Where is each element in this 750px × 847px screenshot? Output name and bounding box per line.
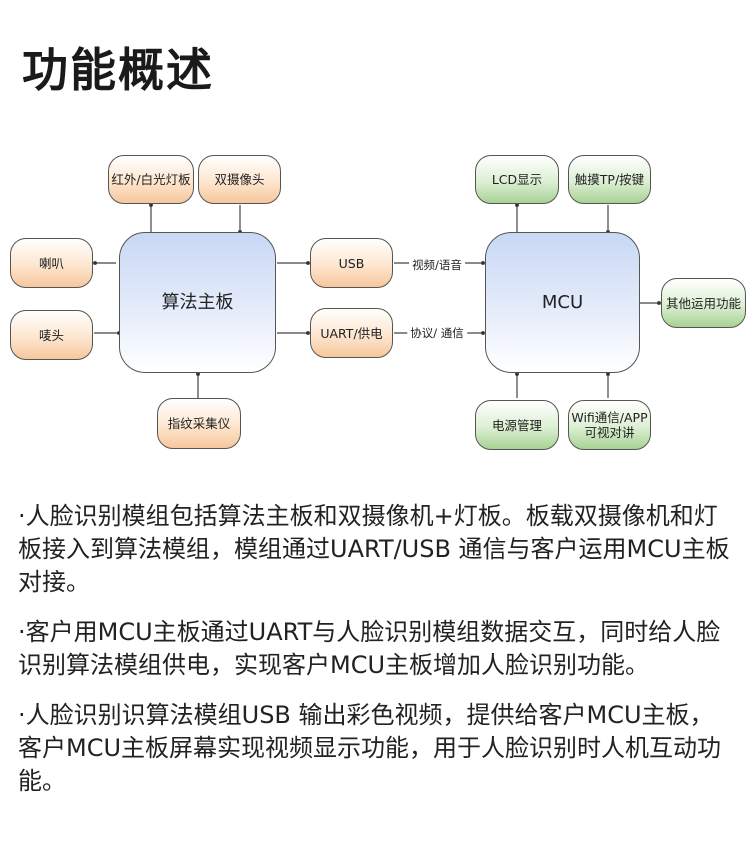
link-label-video-audio: 视频/语音	[409, 257, 465, 273]
page-title: 功能概述	[22, 43, 214, 97]
description: ·人脸识别模组包括算法主板和双摄像机+灯板。板载双摄像机和灯板接入到算法模组，模…	[18, 500, 732, 815]
node-power: 电源管理	[475, 400, 559, 450]
node-touch: 触摸TP/按键	[568, 155, 651, 204]
paragraph-3: ·人脸识别识算法模组USB 输出彩色视频，提供给客户MCU主板，客户MCU主板屏…	[18, 701, 722, 795]
link-label-protocol: 协议/ 通信	[407, 325, 467, 341]
paragraph-1: ·人脸识别模组包括算法主板和双摄像机+灯板。板载双摄像机和灯板接入到算法模组，模…	[18, 502, 730, 596]
node-speaker: 喇叭	[10, 238, 93, 288]
node-fingerprint: 指纹采集仪	[157, 398, 241, 449]
node-usb: USB	[310, 238, 393, 288]
wifi-line2: 可视对讲	[584, 425, 635, 440]
node-dual-camera: 双摄像头	[198, 155, 281, 204]
node-uart-power: UART/供电	[310, 308, 393, 358]
node-ir-light-board: 红外/白光灯板	[108, 155, 194, 204]
wifi-line1: Wifi通信/APP	[571, 410, 648, 425]
node-lcd: LCD显示	[475, 155, 559, 204]
node-mcu: MCU	[485, 232, 640, 373]
node-microphone: 唛头	[10, 310, 93, 360]
paragraph-2: ·客户用MCU主板通过UART与人脸识别模组数据交互，同时给人脸识别算法模组供电…	[18, 618, 721, 679]
node-algorithm-board: 算法主板	[119, 232, 276, 373]
node-other-functions: 其他运用功能	[661, 278, 746, 328]
node-wifi: Wifi通信/APP 可视对讲	[568, 400, 651, 450]
